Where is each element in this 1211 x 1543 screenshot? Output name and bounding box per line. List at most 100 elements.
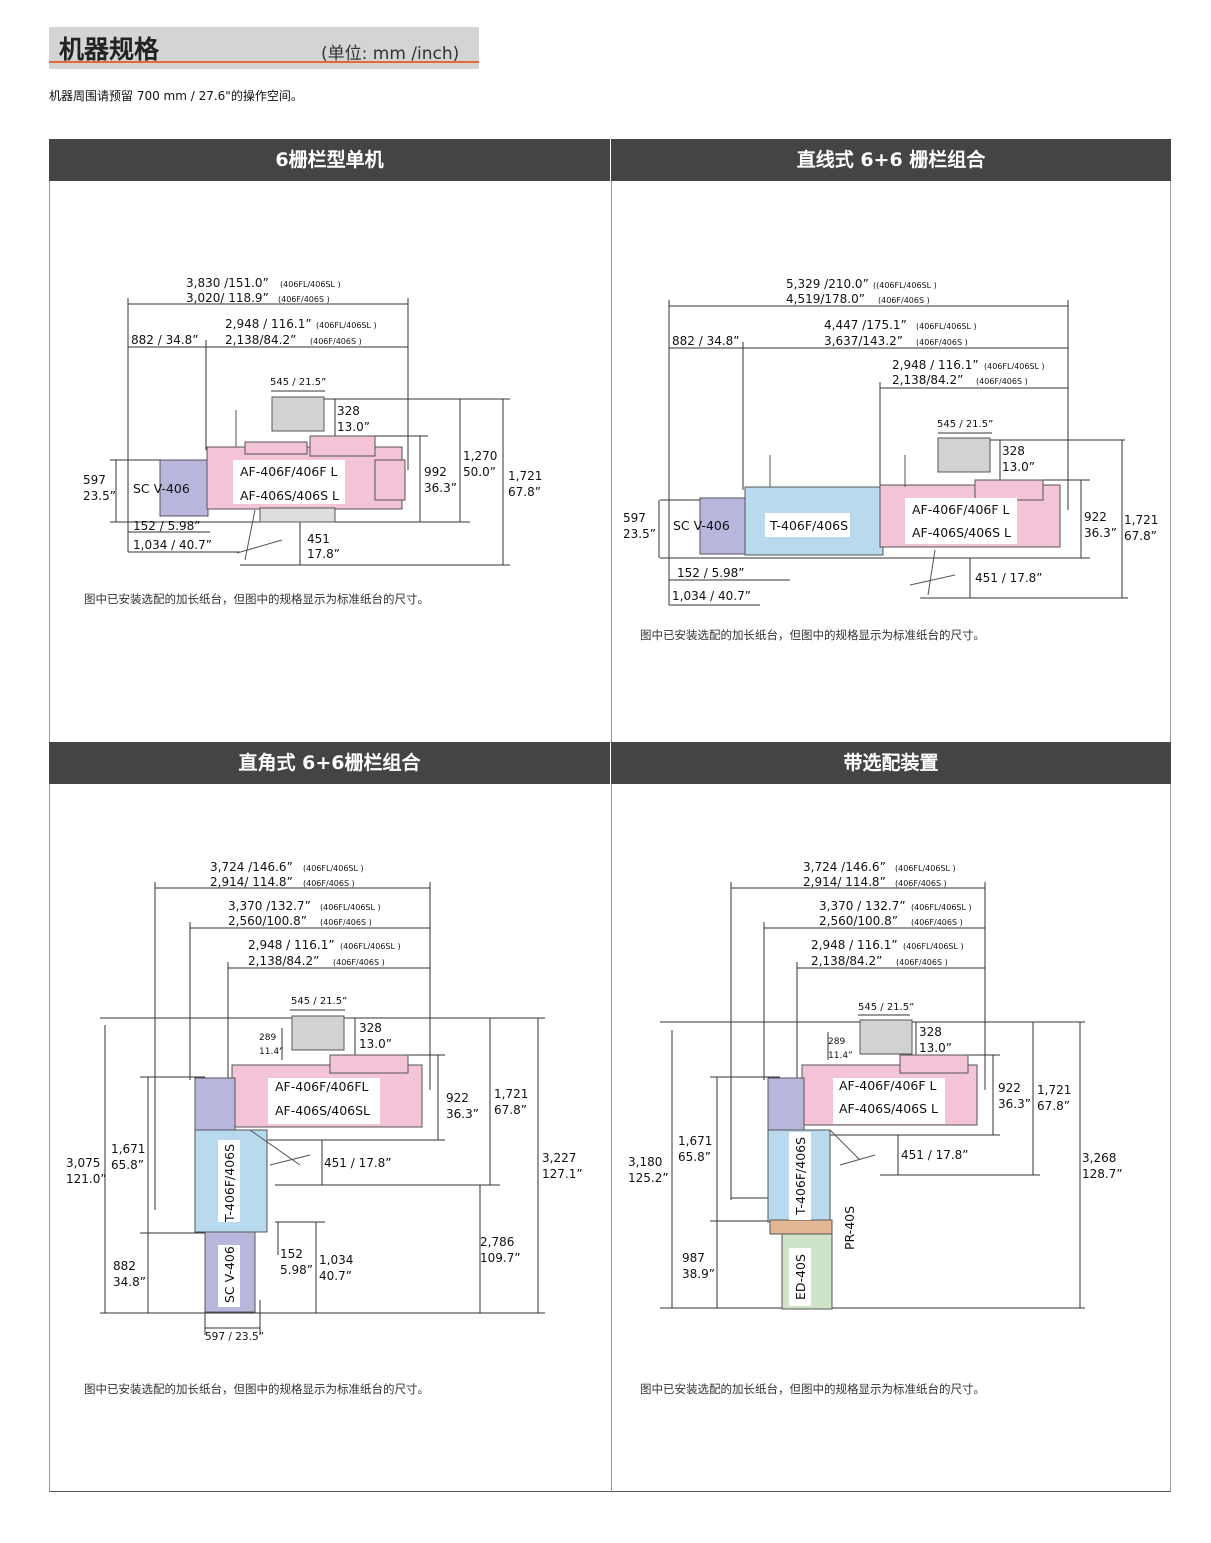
p4-label-af-f: AF-406F/406F L bbox=[839, 1078, 937, 1093]
p1-dim-1270-in: 50.0” bbox=[463, 465, 496, 479]
p3-dim-3227-in: 127.1” bbox=[542, 1167, 583, 1181]
p1-dim-total-short: 3,020/ 118.9” bbox=[186, 291, 269, 305]
p1-dim-af-long-note: (406FL/406SL ) bbox=[316, 321, 377, 330]
p4-dim-total-long: 3,724 /146.6” bbox=[803, 860, 886, 874]
clearance-note: 机器周围请预留 700 mm / 27.6"的操作空间。 bbox=[49, 89, 303, 103]
p1-label-sc: SC V-406 bbox=[133, 481, 190, 496]
p2-dim-mid-long: 4,447 /175.1” bbox=[824, 318, 907, 332]
p4-dim-1671-in: 65.8” bbox=[678, 1150, 711, 1164]
p4-dim-box-width: 545 / 21.5” bbox=[858, 1002, 914, 1013]
panel-3-header: 直角式 6+6栅栏组合 bbox=[49, 742, 610, 784]
p3-dim-1671: 1,671 bbox=[111, 1142, 145, 1156]
p3-dim-1721: 1,721 bbox=[494, 1087, 528, 1101]
p1-dim-1270: 1,270 bbox=[463, 449, 497, 463]
p4-dim-mid-long: 3,370 / 132.7” bbox=[819, 899, 906, 913]
p2-label-af-f: AF-406F/406F L bbox=[912, 502, 1010, 517]
p3-dim-2786: 2,786 bbox=[480, 1235, 514, 1249]
p4-dim-af-short: 2,138/84.2” bbox=[811, 954, 882, 968]
p2-dim-922: 922 bbox=[1084, 510, 1107, 524]
spec-grid bbox=[49, 139, 1171, 1492]
p4-dim-3268-in: 128.7” bbox=[1082, 1167, 1123, 1181]
panel-2-machine bbox=[699, 437, 1061, 596]
p4-dim-3180-in: 125.2” bbox=[628, 1171, 669, 1185]
panel-2-header: 直线式 6+6 栅栏组合 bbox=[611, 139, 1171, 181]
p1-dim-451-in: 17.8” bbox=[307, 547, 340, 561]
p1-dim-af-short: 2,138/84.2” bbox=[225, 333, 296, 347]
p4-dim-987: 987 bbox=[682, 1251, 705, 1265]
p2-dim-451: 451 / 17.8” bbox=[975, 571, 1043, 585]
p2-dim-1721: 1,721 bbox=[1124, 513, 1158, 527]
title-underline bbox=[49, 61, 479, 63]
panel-4-header: 带选配装置 bbox=[611, 742, 1171, 784]
p1-dim-sc: 882 / 34.8” bbox=[131, 333, 199, 347]
panel-1-machine bbox=[159, 396, 406, 561]
p2-label-af-s: AF-406S/406S L bbox=[912, 525, 1011, 540]
p3-dim-882-in: 34.8” bbox=[113, 1275, 146, 1289]
p4-dim-mid-long-note: (406FL/406SL ) bbox=[911, 903, 972, 912]
p3-dim-597: 597 / 23.5” bbox=[205, 1331, 264, 1343]
panel-2-caption: 图中已安装选配的加长纸台，但图中的规格显示为标准纸台的尺寸。 bbox=[640, 628, 985, 642]
p2-label-sc: SC V-406 bbox=[673, 518, 730, 533]
p3-dim-total-short: 2,914/ 114.8” bbox=[210, 875, 293, 889]
p2-label-t: T-406F/406S bbox=[769, 518, 848, 533]
p4-dim-box-height-in: 13.0” bbox=[919, 1041, 952, 1055]
p4-dim-total-short-note: (406F/406S ) bbox=[895, 879, 947, 888]
p4-dim-mid-short: 2,560/100.8” bbox=[819, 914, 898, 928]
p4-dim-1721: 1,721 bbox=[1037, 1083, 1071, 1097]
p2-dim-mid-short: 3,637/143.2” bbox=[824, 334, 903, 348]
p3-dim-af-short: 2,138/84.2” bbox=[248, 954, 319, 968]
panel-3-machine bbox=[194, 1015, 423, 1313]
p4-dim-mid-short-note: (406F/406S ) bbox=[911, 918, 963, 927]
p4-label-ed: ED-40S bbox=[793, 1254, 808, 1300]
p3-dim-289: 289 bbox=[259, 1033, 276, 1043]
p2-dim-af-long-note: (406FL/406SL ) bbox=[984, 362, 1045, 371]
unit-label: (单位: mm /inch) bbox=[321, 44, 460, 64]
p3-dim-3227: 3,227 bbox=[542, 1151, 576, 1165]
p3-label-af-s: AF-406S/406SL bbox=[275, 1103, 370, 1118]
p3-dim-152: 152 bbox=[280, 1247, 303, 1261]
p1-dim-597-in: 23.5” bbox=[83, 489, 116, 503]
p1-dim-box-height-in: 13.0” bbox=[337, 420, 370, 434]
p4-dim-289: 289 bbox=[828, 1037, 845, 1047]
p2-dim-box-height-in: 13.0” bbox=[1002, 460, 1035, 474]
p1-label-af-s: AF-406S/406S L bbox=[240, 488, 339, 503]
p4-dim-922: 922 bbox=[998, 1081, 1021, 1095]
p1-dim-box-height: 328 bbox=[337, 404, 360, 418]
p3-dim-af-long: 2,948 / 116.1” bbox=[248, 938, 335, 952]
p3-dim-mid-short: 2,560/100.8” bbox=[228, 914, 307, 928]
p4-dim-987-in: 38.9” bbox=[682, 1267, 715, 1281]
p3-label-t: T-406F/406S bbox=[222, 1144, 237, 1223]
p1-dim-597: 597 bbox=[83, 473, 106, 487]
panel-1-caption: 图中已安装选配的加长纸台，但图中的规格显示为标准纸台的尺寸。 bbox=[84, 592, 429, 606]
p3-dim-3075: 3,075 bbox=[66, 1156, 100, 1170]
p3-dim-882: 882 bbox=[113, 1259, 136, 1273]
p3-dim-total-short-note: (406F/406S ) bbox=[303, 879, 355, 888]
p1-dim-total-long-note: (406FL/406SL ) bbox=[280, 280, 341, 289]
p3-label-af-f: AF-406F/406FL bbox=[275, 1079, 369, 1094]
p3-dim-box-height-in: 13.0” bbox=[359, 1037, 392, 1051]
p2-dim-total-short-note: (406F/406S ) bbox=[878, 296, 930, 305]
p4-dim-451: 451 / 17.8” bbox=[901, 1148, 969, 1162]
p3-dim-922-in: 36.3” bbox=[446, 1107, 479, 1121]
p1-dim-451: 451 bbox=[307, 532, 330, 546]
panel-4-machine bbox=[767, 1019, 978, 1310]
p2-dim-box-height: 328 bbox=[1002, 444, 1025, 458]
p4-dim-total-long-note: (406FL/406SL ) bbox=[895, 864, 956, 873]
p1-dim-af-long: 2,948 / 116.1” bbox=[225, 317, 312, 331]
p3-dim-1034-in: 40.7” bbox=[319, 1269, 352, 1283]
p4-dim-box-height: 328 bbox=[919, 1025, 942, 1039]
p2-dim-total-short: 4,519/178.0” bbox=[786, 292, 865, 306]
p2-dim-152: 152 / 5.98” bbox=[677, 566, 745, 580]
p2-dim-597: 597 bbox=[623, 511, 646, 525]
panel-1-header: 6栅栏型单机 bbox=[49, 139, 610, 181]
p3-dim-af-long-note: (406FL/406SL ) bbox=[340, 942, 401, 951]
p3-dim-total-long-note: (406FL/406SL ) bbox=[303, 864, 364, 873]
p3-dim-mid-long: 3,370 /132.7” bbox=[228, 899, 311, 913]
p3-dim-451: 451 / 17.8” bbox=[324, 1156, 392, 1170]
p2-dim-sc: 882 / 34.8” bbox=[672, 334, 740, 348]
p3-dim-1671-in: 65.8” bbox=[111, 1158, 144, 1172]
p4-label-af-s: AF-406S/406S L bbox=[839, 1101, 938, 1116]
